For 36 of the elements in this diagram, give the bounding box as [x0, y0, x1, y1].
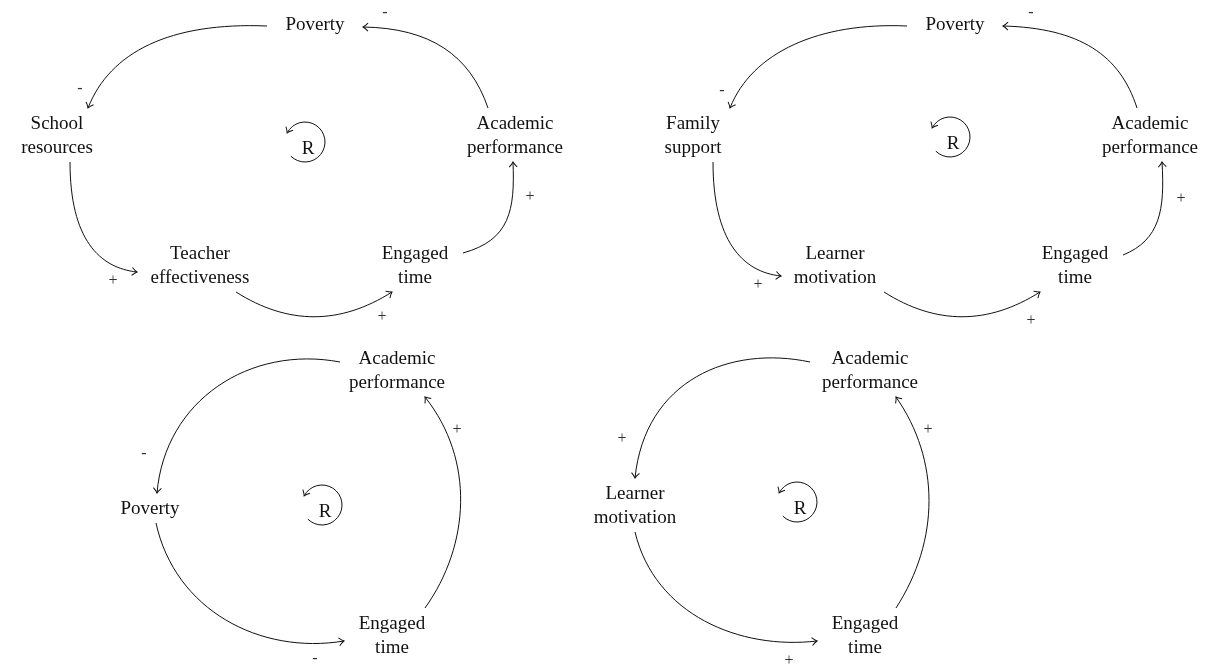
- loop-label: R: [301, 138, 315, 158]
- polarity-sign: -: [719, 82, 725, 98]
- variable-label: Engaged time: [1030, 241, 1120, 289]
- variable-label: Learner motivation: [582, 481, 688, 529]
- loop-label: R: [946, 133, 960, 153]
- variable-label: School resources: [7, 111, 107, 159]
- polarity-sign: +: [923, 421, 933, 437]
- variable-label: Poverty: [910, 12, 1000, 36]
- loop-label: R: [318, 501, 332, 521]
- polarity-sign: +: [108, 272, 118, 288]
- polarity-sign: +: [617, 430, 627, 446]
- polarity-sign: -: [141, 445, 147, 461]
- polarity-sign: -: [1028, 4, 1034, 20]
- loop-label: R: [793, 498, 807, 518]
- variable-label: Engaged time: [820, 611, 910, 659]
- variable-label: Poverty: [270, 12, 360, 36]
- variable-label: Academic performance: [807, 346, 933, 394]
- polarity-sign: +: [525, 188, 535, 204]
- variable-label: Engaged time: [370, 241, 460, 289]
- polarity-sign: +: [452, 421, 462, 437]
- variable-label: Teacher effectiveness: [137, 241, 263, 289]
- variable-label: Engaged time: [347, 611, 437, 659]
- variable-label: Family support: [653, 111, 733, 159]
- polarity-sign: -: [382, 4, 388, 20]
- variable-label: Poverty: [105, 496, 195, 520]
- variable-label: Learner motivation: [782, 241, 888, 289]
- variable-label: Academic performance: [452, 111, 578, 159]
- variable-label: Academic performance: [1087, 111, 1213, 159]
- polarity-sign: -: [312, 650, 318, 666]
- polarity-sign: +: [753, 276, 763, 292]
- polarity-sign: +: [784, 652, 794, 666]
- variable-label: Academic performance: [334, 346, 460, 394]
- polarity-sign: +: [377, 308, 387, 324]
- polarity-sign: -: [77, 80, 83, 96]
- polarity-sign: +: [1176, 190, 1186, 206]
- polarity-sign: +: [1026, 312, 1036, 328]
